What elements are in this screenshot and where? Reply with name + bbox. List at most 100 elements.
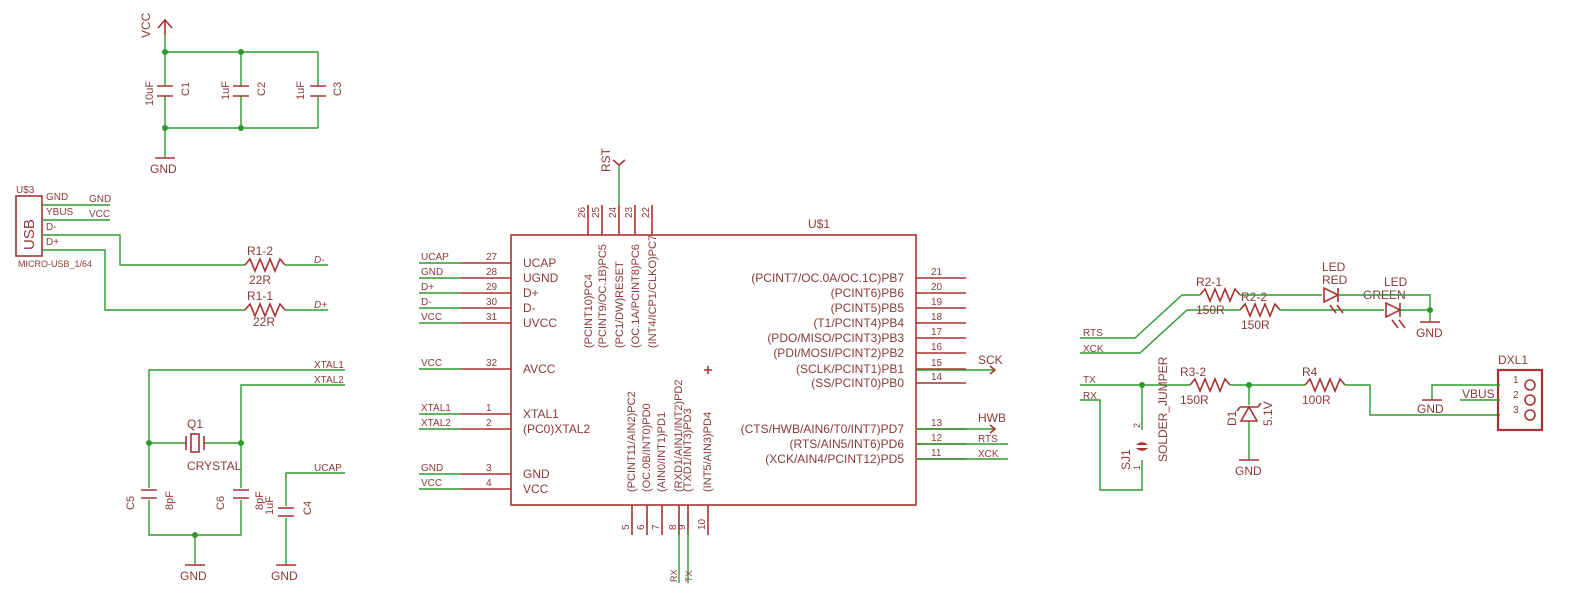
vbus-label: VBUS [1462,387,1495,401]
mcu-pin-name: GND [523,467,550,481]
sj1-pin1: 1 [1132,465,1142,470]
resistor-r2-1: R2-1 150R [1196,275,1241,317]
vcc-label: VCC [139,12,153,38]
usb-pin-dminus: D- [46,222,57,233]
usb-pin-vbus: YBUS [46,207,74,218]
mcu-left-net-label: GND [421,267,443,278]
rst-label: RST [599,147,613,172]
mcu-pin-name: (PCINT10)PC4 [583,274,595,348]
mcu-left-net-label: XTAL1 [421,403,451,414]
mcu-pin-name: (PCINT7/OC.0A/OC.1C)PB7 [751,271,904,285]
r1-1-value: 22R [253,315,275,329]
mcu-pin-number: 15 [931,358,943,369]
mcu-pin-name: (PCINT11/AIN2)PC2 [626,391,638,492]
mcu-pin-number: 2 [486,418,492,429]
mcu-left-net-label: XTAL2 [421,418,451,429]
d1-value: 5.1V [1261,401,1275,426]
mcu-pin-number: 8 [668,524,679,530]
r2-2-ref: R2-2 [1241,290,1267,304]
mcu-pin-name: (RXD1/AIN1/INT2)PD2 [673,380,685,492]
mcu-pin-name: (TXD1/INT3)PD3 [682,408,694,492]
xtal1-net-label: XTAL1 [314,360,344,371]
mcu-pin-name: (OC.0B/INT0)PD0 [641,403,653,492]
gnd-label-caps: GND [150,162,177,176]
mcu-pin-number: 4 [486,478,492,489]
usb-value: MICRO-USB_1/64 [18,259,92,269]
sck-label: SCK [978,353,1003,367]
mcu-left-net-label: VCC [421,358,442,369]
crystal-q1: Q1 CRYSTAL [185,417,242,473]
mcu-pin-number: 10 [697,518,708,530]
mcu-pin-name: UVCC [523,316,557,330]
mcu-pin-number: 7 [651,524,662,530]
mcu-pin-name: (INT4/ICP1/CLKO)PC7 [647,235,659,348]
capacitor-c6: C6 8pF [215,489,266,510]
mcu-pin-name: (PCINT9/OC.1B)PC5 [597,244,609,348]
capacitor-c3: C3 1uF [295,81,344,100]
mcu-left-net-label: VCC [421,478,442,489]
hwb-label: HWB [978,411,1006,425]
usb-net-vcc: VCC [89,209,110,220]
usb-pin-gnd: GND [46,192,68,203]
r2-1-value: 150R [1196,303,1225,317]
mcu-pin-name: XTAL1 [523,407,559,421]
rts-label: RTS [978,434,998,445]
mcu-pin-name: D- [523,301,536,315]
mcu-pin-name: (XCK/AIN4/PCINT12)PD5 [765,452,904,466]
usb-ref: U$3 [16,185,35,196]
sj1-pin2: 2 [1132,423,1142,428]
r1-1-net: D+ [314,300,327,311]
usb-body-label: USB [21,219,38,250]
mcu-pin-number: 17 [931,327,943,338]
capacitor-c4: UCAP C4 1uF GND [264,463,345,583]
q1-value: CRYSTAL [187,459,242,473]
mcu-pin-number: 11 [931,448,942,459]
dxl-pin2: 2 [1513,390,1519,401]
mcu-pin-name: (AIN0/INT1)PD1 [656,412,668,492]
led-red-ref: LED [1322,260,1346,274]
c4-value: 1uF [264,496,276,515]
r1-2-net: D- [314,255,325,266]
c3-value: 1uF [295,81,307,100]
c6-value: 8pF [254,491,266,510]
c4-ref: C4 [302,501,314,515]
mcu-pin-number: 28 [486,267,498,278]
mcu-pin-name: (INT5/AIN3)PD4 [702,412,714,492]
gnd-label-c5c6: GND [180,569,207,583]
mcu-pin-name: AVCC [523,362,556,376]
solder-jumper-sj1: SJ1 SOLDER_JUMPER 1 2 [1119,356,1170,470]
gnd-label-d1: GND [1235,464,1262,478]
mcu-pin-name: (PCINT5)PB5 [831,301,905,315]
gnd-label-leds: GND [1416,326,1443,340]
mcu-pin-number: 9 [677,524,688,530]
mcu-pin-number: 23 [624,206,635,218]
resistor-r2-2: R2-2 150R [1239,290,1281,332]
r4-value: 100R [1302,393,1331,407]
gnd-label-c4: GND [271,569,298,583]
mcu-pin-name: (T1/PCINT4)PB4 [813,316,904,330]
mcu-pin-name: (RTS/AIN5/INT6)PD6 [790,437,905,451]
d1-ref: D1 [1225,410,1239,426]
led-red-value: RED [1322,273,1348,287]
mcu-pin-name: (PDI/MOSI/PCINT2)PB2 [773,346,904,360]
mcu-pin-number: 20 [931,282,943,293]
mcu-pin-number: 22 [641,206,652,218]
capacitor-c5: C5 8pF [125,489,176,510]
resistor-r3-2: R3-2 150R [1180,365,1231,407]
mcu-pin-number: 13 [931,418,943,429]
zener-diode-d1: D1 5.1V [1225,401,1275,426]
mcu-pin-name: (PDO/MISO/PCINT3)PB3 [767,331,904,345]
mcu-pin-name: (SCLK/PCINT1)PB1 [796,362,904,376]
origin-cross-icon [704,366,712,374]
r1-1-ref: R1-1 [247,289,273,303]
hwb-net-icon [989,424,997,434]
r1-2-ref: R1-2 [247,244,273,258]
usb-net-gnd: GND [89,194,111,205]
mcu-pin-number: 25 [591,206,602,218]
mcu-pin-number: 5 [621,524,632,530]
mcu-bottom-pins: 5(PCINT11/AIN2)PC26(OC.0B/INT0)PD07(AIN0… [621,380,714,535]
c1-value: 10uF [144,81,156,106]
c2-ref: C2 [256,82,268,96]
